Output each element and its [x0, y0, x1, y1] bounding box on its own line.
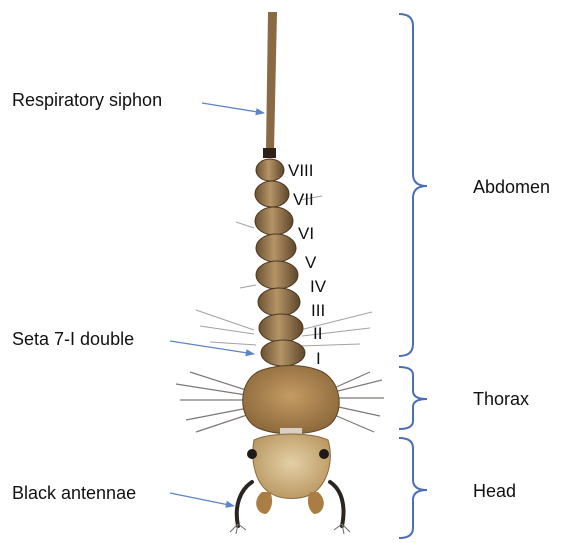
segment-label-i: I [316, 350, 321, 367]
abdomen-bracket [399, 14, 427, 356]
right-eye [319, 449, 329, 459]
siphon-tip [263, 148, 276, 158]
right-antenna [330, 482, 344, 526]
head-bracket [399, 438, 427, 538]
segment-shape [261, 340, 305, 366]
segment-shape [255, 207, 293, 235]
label-head: Head [473, 482, 516, 500]
region-brackets [399, 14, 427, 538]
arrow-respiratory-siphon [202, 103, 264, 113]
label-antennae: Black antennae [12, 484, 136, 502]
thorax-shape [243, 366, 340, 434]
antenna-tip-hairs [230, 524, 350, 534]
segment-label-iv: IV [310, 278, 326, 295]
respiratory-siphon-shape [266, 12, 277, 150]
segment-label-ii: II [313, 325, 322, 342]
segment-label-vi: VI [298, 225, 314, 242]
segment-shape [256, 159, 284, 181]
segment-label-viii: VIII [288, 162, 314, 179]
segment-shape [255, 181, 289, 207]
segment-label-vii: VII [293, 191, 314, 208]
arrow-antennae [170, 493, 234, 506]
thorax-bracket [399, 367, 427, 429]
segment-label-v: V [305, 254, 316, 271]
larva-illustration [176, 12, 384, 534]
arrow-seta [170, 341, 254, 354]
left-eye [247, 449, 257, 459]
label-seta: Seta 7-I double [12, 330, 134, 348]
mouth-brushes-right [308, 492, 324, 514]
label-thorax: Thorax [473, 390, 529, 408]
label-respiratory-siphon: Respiratory siphon [12, 91, 162, 109]
label-abdomen: Abdomen [473, 178, 550, 196]
segment-shape [259, 314, 303, 342]
segment-label-iii: III [311, 302, 325, 319]
segment-shape [256, 234, 296, 262]
pointer-arrows [170, 103, 264, 506]
left-antenna [237, 482, 252, 526]
segment-shape [256, 261, 298, 289]
mouth-brushes-left [256, 492, 272, 514]
head-shape [253, 434, 330, 499]
segment-shape [258, 288, 300, 316]
